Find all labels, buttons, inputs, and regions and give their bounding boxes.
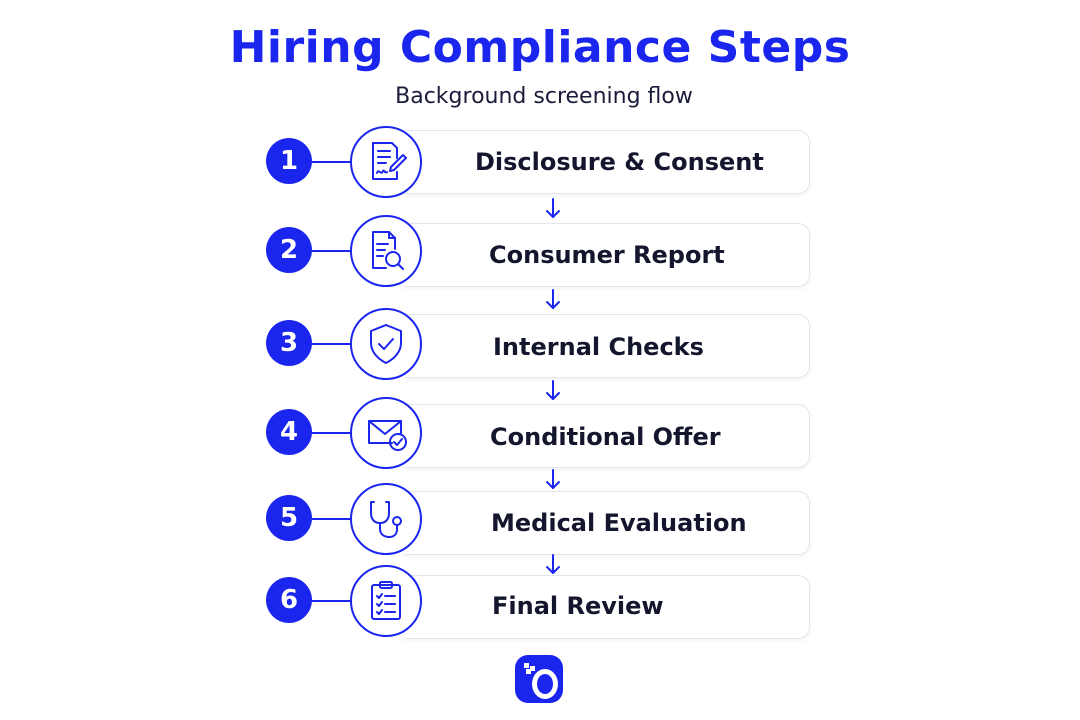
logo-ring [532, 669, 558, 699]
step-number: 1 [266, 138, 312, 184]
step-1: Disclosure & Consent 1 [0, 126, 1080, 198]
step-icon-circle [350, 126, 422, 198]
shield-check-icon [370, 324, 402, 364]
stethoscope-icon [370, 501, 402, 538]
step-label: Medical Evaluation [491, 509, 747, 537]
step-4: Conditional Offer 4 [0, 397, 1080, 469]
step-card: Final Review [405, 575, 810, 639]
step-label: Disclosure & Consent [475, 148, 764, 176]
flow-arrow [546, 380, 560, 400]
step-number: 3 [266, 320, 312, 366]
step-5: Medical Evaluation 5 [0, 483, 1080, 556]
step-card: Disclosure & Consent [405, 130, 810, 194]
step-2: Consumer Report 2 [0, 215, 1080, 288]
mail-check-icon [368, 420, 407, 451]
logo-pixel [530, 666, 535, 671]
step-6: Final Review 6 [0, 565, 1080, 640]
step-label: Consumer Report [489, 241, 725, 269]
step-number: 2 [266, 227, 312, 273]
step-icon-circle [350, 565, 422, 637]
step-connector [312, 343, 352, 345]
step-number: 6 [266, 577, 312, 623]
clipboard-checklist-icon [371, 581, 401, 620]
logo-pixel [526, 669, 531, 674]
step-label: Internal Checks [493, 333, 704, 361]
page-subtitle: Background screening flow [395, 84, 693, 109]
step-3: Internal Checks 3 [0, 308, 1080, 380]
step-connector [312, 518, 352, 520]
brand-logo [515, 655, 563, 703]
step-label: Conditional Offer [490, 423, 721, 451]
step-connector [312, 250, 352, 252]
step-icon-circle [350, 483, 422, 555]
step-icon-circle [350, 215, 422, 287]
step-label: Final Review [492, 592, 664, 620]
step-number: 5 [266, 495, 312, 541]
flow-arrow [546, 469, 560, 489]
step-connector [312, 600, 352, 602]
step-card: Consumer Report [405, 223, 810, 287]
flow-arrow [546, 198, 560, 218]
flow-arrow [546, 554, 560, 574]
document-search-icon [372, 231, 404, 270]
page-title: Hiring Compliance Steps [229, 22, 851, 73]
step-connector [312, 161, 352, 163]
step-connector [312, 432, 352, 434]
logo-pixel [524, 663, 529, 668]
step-icon-circle [350, 397, 422, 469]
document-signature-icon [372, 142, 407, 180]
step-number: 4 [266, 409, 312, 455]
step-icon-circle [350, 308, 422, 380]
step-card: Conditional Offer [405, 404, 810, 468]
flow-arrow [546, 289, 560, 309]
step-card: Medical Evaluation [405, 491, 810, 555]
step-card: Internal Checks [405, 314, 810, 378]
